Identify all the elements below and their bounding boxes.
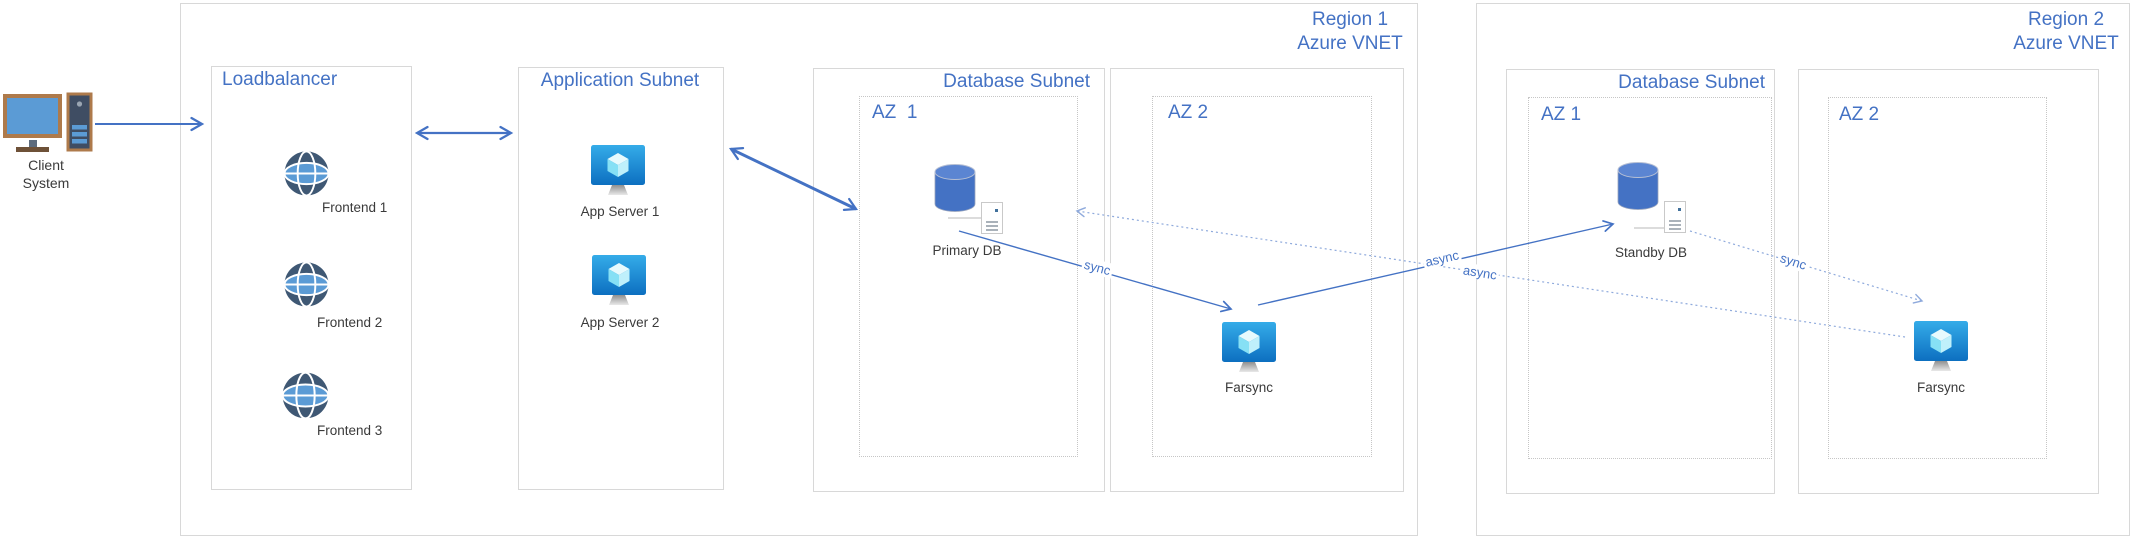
application-subnet-box: [518, 67, 724, 490]
az2-label-region2: AZ 2: [1839, 104, 1880, 125]
database-icon: [934, 164, 976, 212]
standby-db-label: Standby DB: [1614, 245, 1688, 260]
farsync-region1-label: Farsync: [1224, 380, 1273, 395]
az1-box-region2: [1528, 97, 1772, 459]
virtual-machine-icon: [592, 255, 646, 305]
frontend-2-label: Frontend 2: [317, 315, 383, 330]
application-subnet-title: Application Subnet: [540, 70, 700, 91]
frontend-1-label: Frontend 1: [322, 200, 388, 215]
async-label-solid: async: [1421, 246, 1463, 271]
globe-icon: [283, 261, 330, 308]
globe-icon: [281, 371, 330, 420]
desktop-computer-icon: [3, 92, 93, 152]
primary-db-label: Primary DB: [932, 243, 1002, 258]
az2-label-region1: AZ 2: [1168, 102, 1209, 123]
region-2-name: Region 2: [2027, 9, 2105, 30]
virtual-machine-icon: [1222, 322, 1276, 372]
app-server-2-label: App Server 2: [580, 315, 660, 330]
database-subnet-title-region1: Database Subnet: [943, 71, 1090, 92]
farsync-region2-label: Farsync: [1916, 380, 1965, 395]
region-1-name: Region 1: [1311, 9, 1389, 30]
client-system-label: Client System: [22, 157, 70, 191]
globe-icon: [283, 150, 330, 197]
database-icon: [1617, 162, 1659, 210]
database-subnet-title-region2: Database Subnet: [1618, 72, 1765, 93]
az1-label-region2: AZ 1: [1541, 104, 1582, 125]
az2-box-region2: [1828, 97, 2047, 459]
app-server-1-label: App Server 1: [580, 204, 660, 219]
az1-box-region1: [859, 96, 1078, 457]
region-2-vnet-label: Azure VNET: [2013, 33, 2119, 54]
virtual-machine-icon: [591, 145, 645, 195]
loadbalancer-box: [211, 66, 412, 490]
az2-box-region1: [1152, 96, 1372, 457]
server-file-icon: [1664, 201, 1686, 233]
virtual-machine-icon: [1914, 321, 1968, 371]
server-file-icon: [981, 202, 1003, 234]
region-1-title: Region 1 Azure VNET: [1270, 8, 1430, 56]
region-2-title: Region 2 Azure VNET: [1986, 8, 2132, 56]
az1-label-region1: AZ 1: [872, 102, 918, 123]
region-1-vnet-label: Azure VNET: [1297, 33, 1403, 54]
frontend-3-label: Frontend 3: [317, 423, 383, 438]
loadbalancer-title: Loadbalancer: [222, 69, 338, 90]
